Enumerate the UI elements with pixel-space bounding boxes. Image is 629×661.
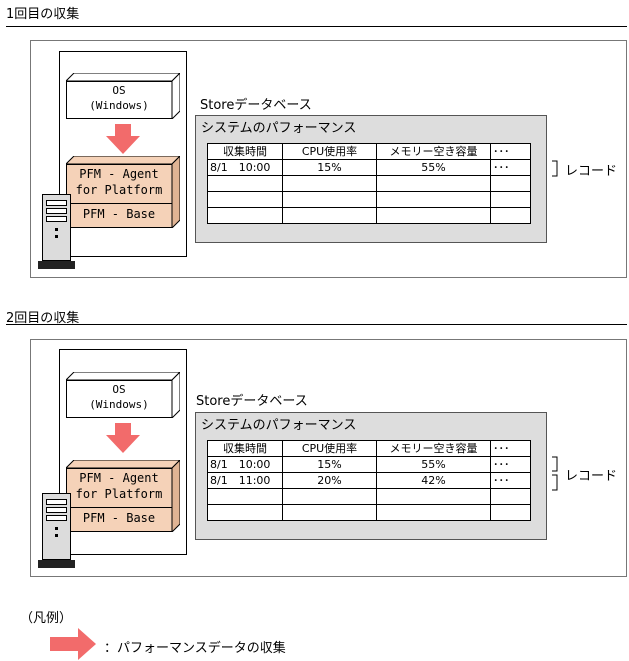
os-name: OS [112, 84, 126, 97]
record-label: レコード [565, 164, 618, 179]
table-cell [490, 191, 531, 208]
os-box [66, 73, 180, 119]
table-cell [490, 207, 531, 224]
table-cell: 42% [376, 472, 491, 489]
os-label: OS (Windows) [66, 83, 172, 113]
os-version: (Windows) [89, 398, 149, 411]
table-cell [490, 175, 531, 192]
store-database-label: Storeデータベース [200, 98, 312, 113]
table-cell: 15% [282, 456, 377, 473]
legend-arrow-icon [50, 628, 96, 660]
pfm-agent-label: PFM - Agent for Platform [66, 166, 172, 198]
section-1-title: 1回目の収集 [6, 7, 80, 22]
table-cell [490, 488, 531, 505]
pfm-base-label: PFM - Base [82, 207, 156, 221]
table-cell [207, 175, 283, 192]
header-cell: ･･･ [490, 143, 531, 160]
pfm-base-label: PFM - Base [82, 511, 156, 525]
collection-arrow [106, 124, 140, 154]
store-database-label: Storeデータベース [196, 394, 308, 409]
header-cell: メモリー空き容量 [376, 440, 491, 457]
collection-arrow [106, 423, 140, 453]
table-cell [376, 488, 491, 505]
header-cell: CPU使用率 [282, 143, 377, 160]
legend-title: （凡例） [20, 611, 73, 626]
table-cell: 8/1 10:00 [207, 456, 283, 473]
server-icon [38, 194, 75, 269]
header-cell: CPU使用率 [282, 440, 377, 457]
record-bracket [552, 160, 558, 177]
pfm-agent-label: PFM - Agent for Platform [66, 470, 172, 502]
table-row: 8/1 10:00 15% 55% ･･･ [207, 159, 531, 176]
table-cell: 55% [376, 456, 491, 473]
performance-table: 収集時間 CPU使用率 メモリー空き容量 ･･･ 8/1 10:00 15% 5… [207, 440, 531, 521]
table-row [207, 175, 531, 192]
table-row: 8/1 11:00 20% 42% ･･･ [207, 472, 531, 489]
os-box [66, 372, 180, 418]
record-panel-title: システムのパフォーマンス [201, 121, 357, 136]
table-row [207, 488, 531, 505]
table-cell: 8/1 11:00 [207, 472, 283, 489]
table-cell [376, 175, 491, 192]
record-label: レコード [565, 469, 618, 484]
table-cell [490, 504, 531, 521]
table-row [207, 207, 531, 224]
table-row [207, 504, 531, 521]
table-cell [207, 504, 283, 521]
table-header-row: 収集時間 CPU使用率 メモリー空き容量 ･･･ [207, 143, 531, 160]
legend-arrow-label: ：パフォーマンスデータの収集 [104, 641, 286, 656]
header-cell: 収集時間 [207, 143, 283, 160]
performance-table: 収集時間 CPU使用率 メモリー空き容量 ･･･ 8/1 10:00 15% 5… [207, 143, 531, 224]
section-2-title: 2回目の収集 [6, 311, 80, 326]
os-version: (Windows) [89, 99, 149, 112]
pfm-stack [66, 460, 180, 532]
table-cell [376, 504, 491, 521]
table-cell [207, 207, 283, 224]
table-cell [207, 191, 283, 208]
server-icon [38, 493, 75, 568]
table-cell: ･･･ [490, 159, 531, 176]
table-cell [207, 488, 283, 505]
table-row: 8/1 10:00 15% 55% ･･･ [207, 456, 531, 473]
section-1-rule [6, 26, 627, 27]
table-cell: ･･･ [490, 472, 531, 489]
table-header-row: 収集時間 CPU使用率 メモリー空き容量 ･･･ [207, 440, 531, 457]
table-cell [376, 207, 491, 224]
table-cell [282, 175, 377, 192]
table-cell [376, 191, 491, 208]
header-cell: メモリー空き容量 [376, 143, 491, 160]
table-cell: ･･･ [490, 456, 531, 473]
pfm-agent-line1: PFM - Agent [79, 471, 159, 485]
section-2-rule [6, 324, 627, 325]
table-cell: 15% [282, 159, 377, 176]
pfm-stack [66, 156, 180, 228]
pfm-agent-line2: for Platform [75, 183, 163, 197]
table-cell: 55% [376, 159, 491, 176]
pfm-agent-line1: PFM - Agent [79, 167, 159, 181]
record-bracket [552, 456, 558, 491]
table-cell [282, 191, 377, 208]
table-cell [282, 504, 377, 521]
os-name: OS [112, 383, 126, 396]
table-cell: 8/1 10:00 [207, 159, 283, 176]
pfm-agent-line2: for Platform [75, 487, 163, 501]
header-cell: 収集時間 [207, 440, 283, 457]
record-panel-title: システムのパフォーマンス [201, 418, 357, 433]
table-cell [282, 488, 377, 505]
table-cell: 20% [282, 472, 377, 489]
table-row [207, 191, 531, 208]
table-cell [282, 207, 377, 224]
os-label: OS (Windows) [66, 382, 172, 412]
header-cell: ･･･ [490, 440, 531, 457]
